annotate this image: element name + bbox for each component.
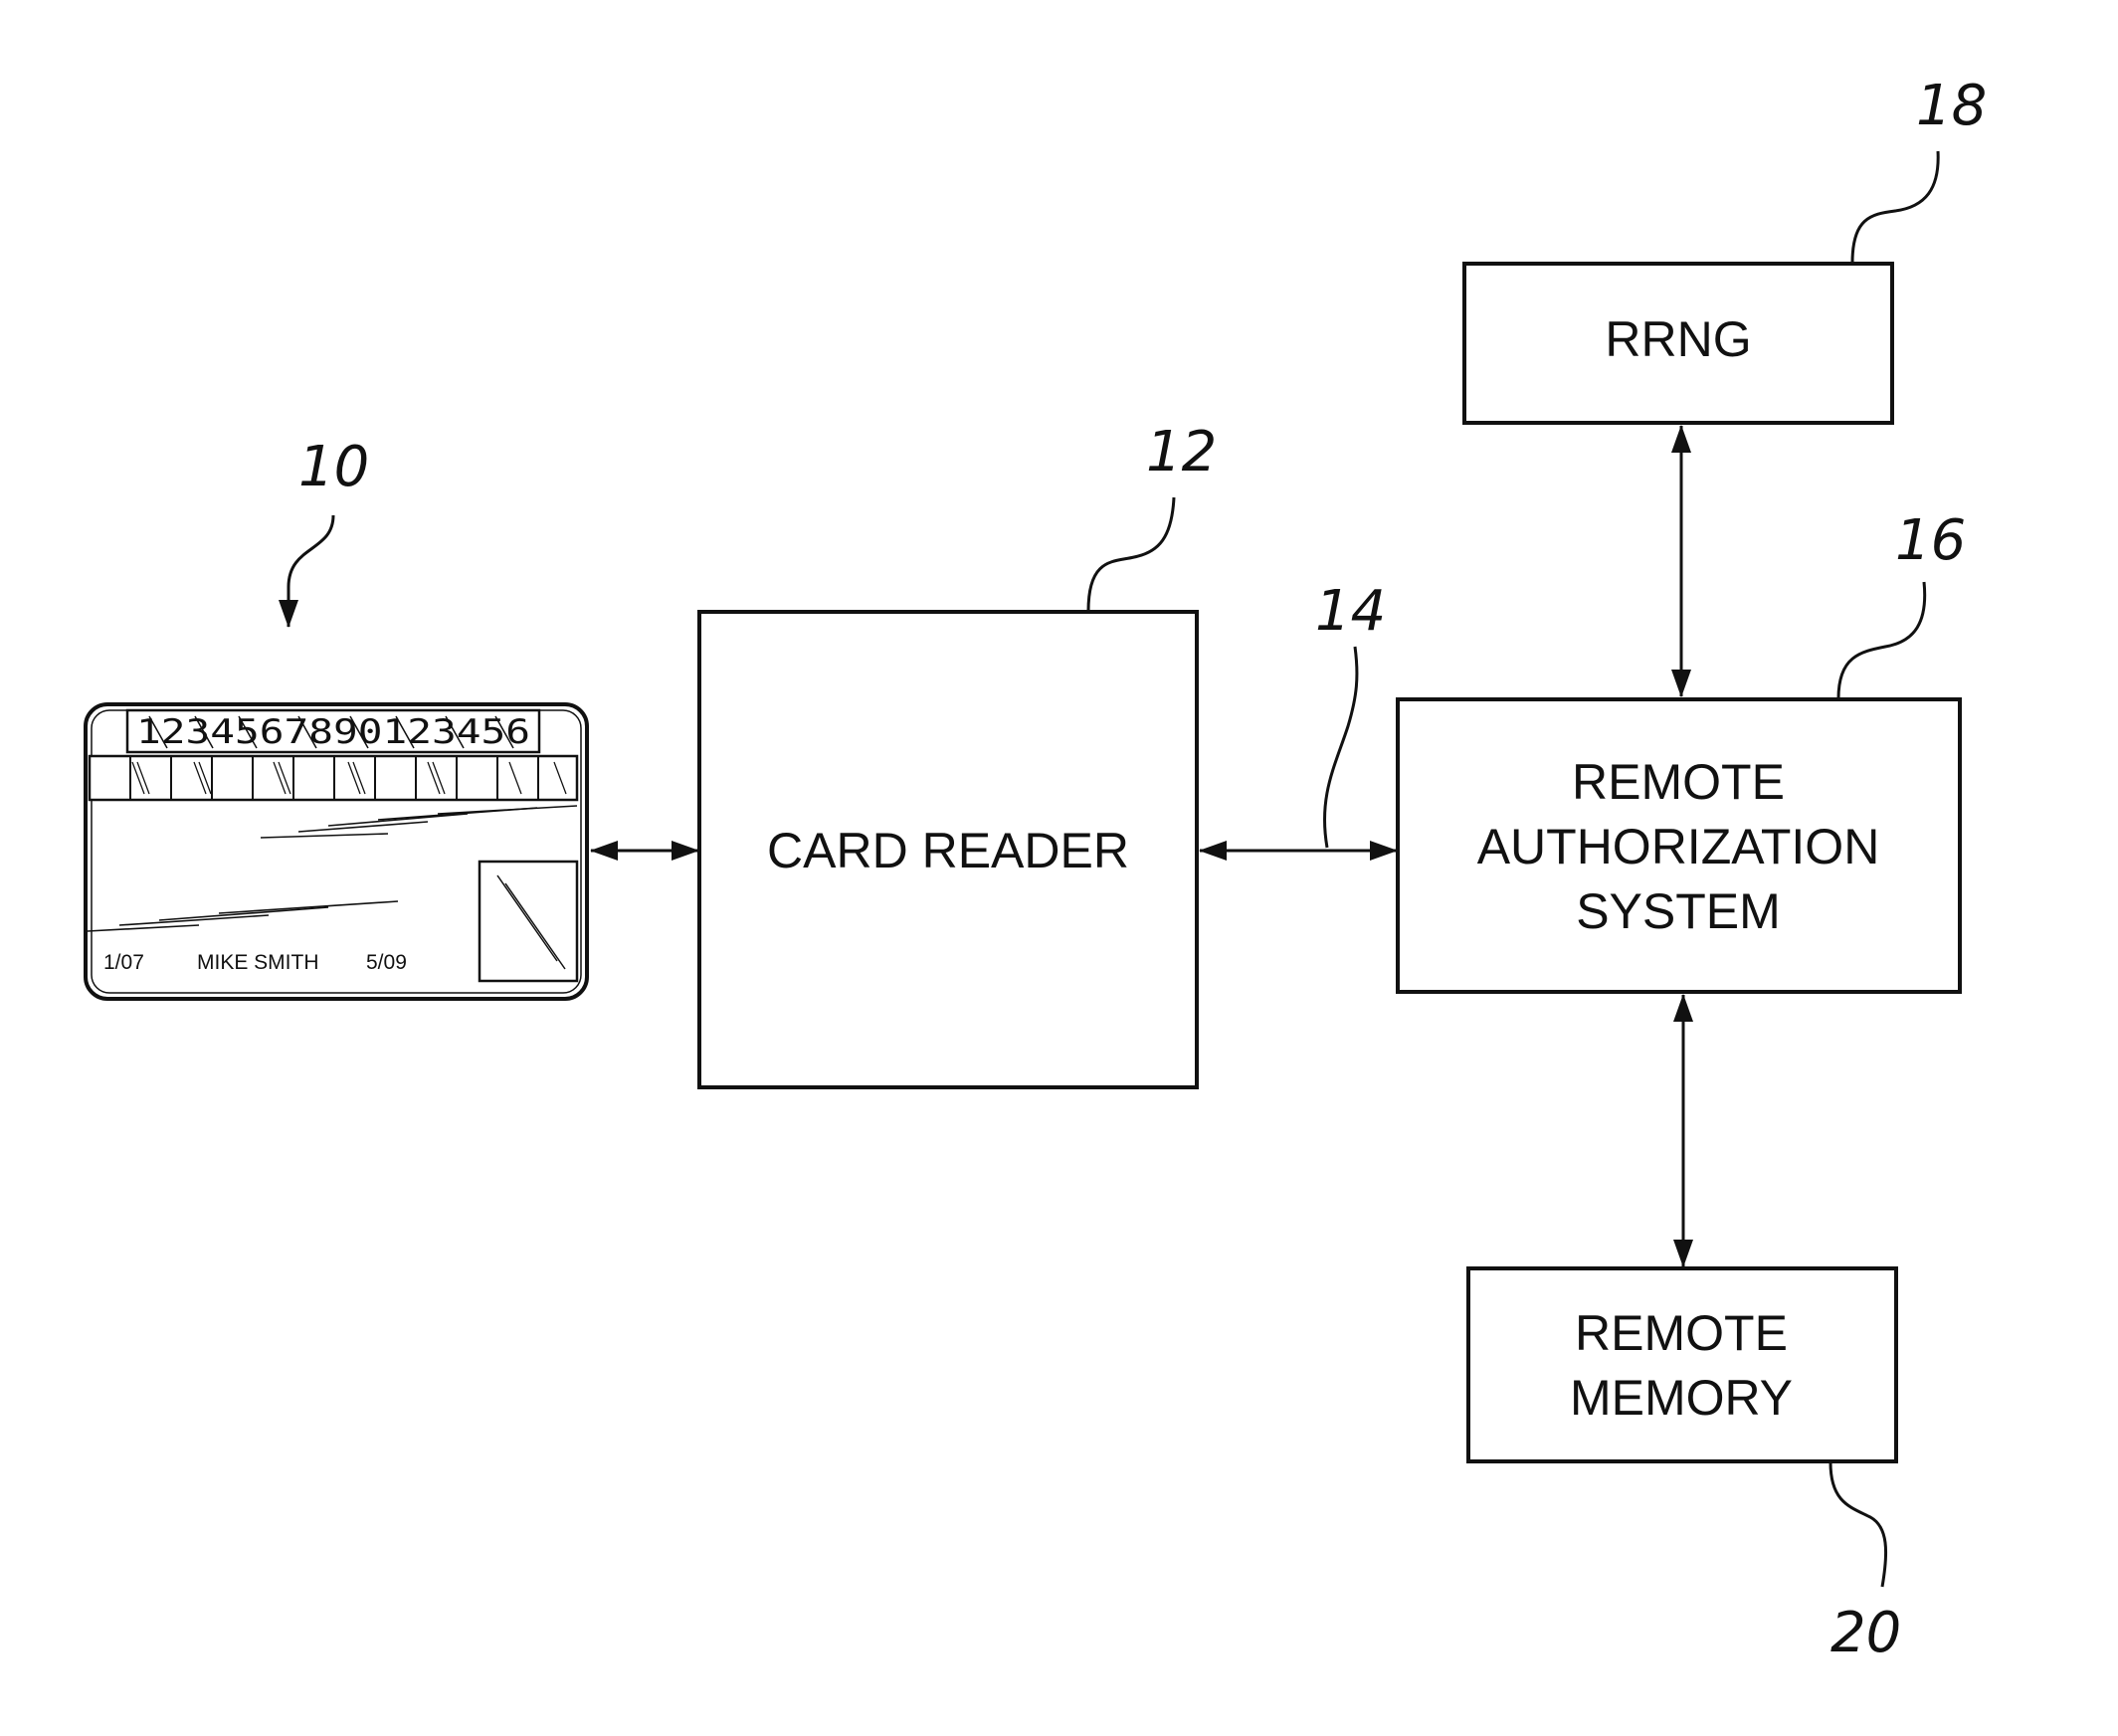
remote-auth-line-3: SYSTEM: [1576, 883, 1781, 939]
card-reader-group: CARD READER 12: [699, 420, 1217, 1087]
remote-auth-ref-label: 16: [1895, 508, 1966, 573]
card-reader-ref-leader: [1088, 497, 1174, 611]
card-reader-label: CARD READER: [767, 823, 1129, 878]
link-ref-leader: [1324, 647, 1356, 848]
card-expiry-date: 5/09: [366, 951, 407, 974]
remote-memory-ref-label: 20: [1830, 1601, 1901, 1665]
card-ref-label: 10: [298, 435, 369, 499]
card-issue-date: 1/07: [103, 951, 144, 974]
card-photo-box: [480, 862, 577, 981]
card-group: 10 1234567890123456: [86, 435, 587, 999]
remote-memory-line-2: MEMORY: [1570, 1370, 1793, 1426]
card-ref-leader: [289, 515, 333, 627]
remote-memory-ref-leader: [1830, 1462, 1886, 1587]
remote-auth-line-2: AUTHORIZATION: [1477, 819, 1880, 874]
remote-memory-group: REMOTE MEMORY 20: [1468, 1268, 1901, 1665]
rrng-ref-leader: [1852, 151, 1938, 263]
remote-auth-ref-leader: [1838, 582, 1925, 698]
remote-memory-box: [1468, 1268, 1896, 1461]
card-reader-ref-label: 12: [1146, 420, 1217, 484]
remote-memory-line-1: REMOTE: [1575, 1305, 1788, 1361]
rrng-label: RRNG: [1605, 311, 1751, 367]
link-ref-label: 14: [1315, 579, 1386, 644]
rrng-group: RRNG 18: [1464, 74, 1987, 423]
rrng-ref-label: 18: [1916, 74, 1987, 138]
remote-auth-line-1: REMOTE: [1572, 754, 1785, 810]
card-holder-name: MIKE SMITH: [197, 951, 319, 974]
